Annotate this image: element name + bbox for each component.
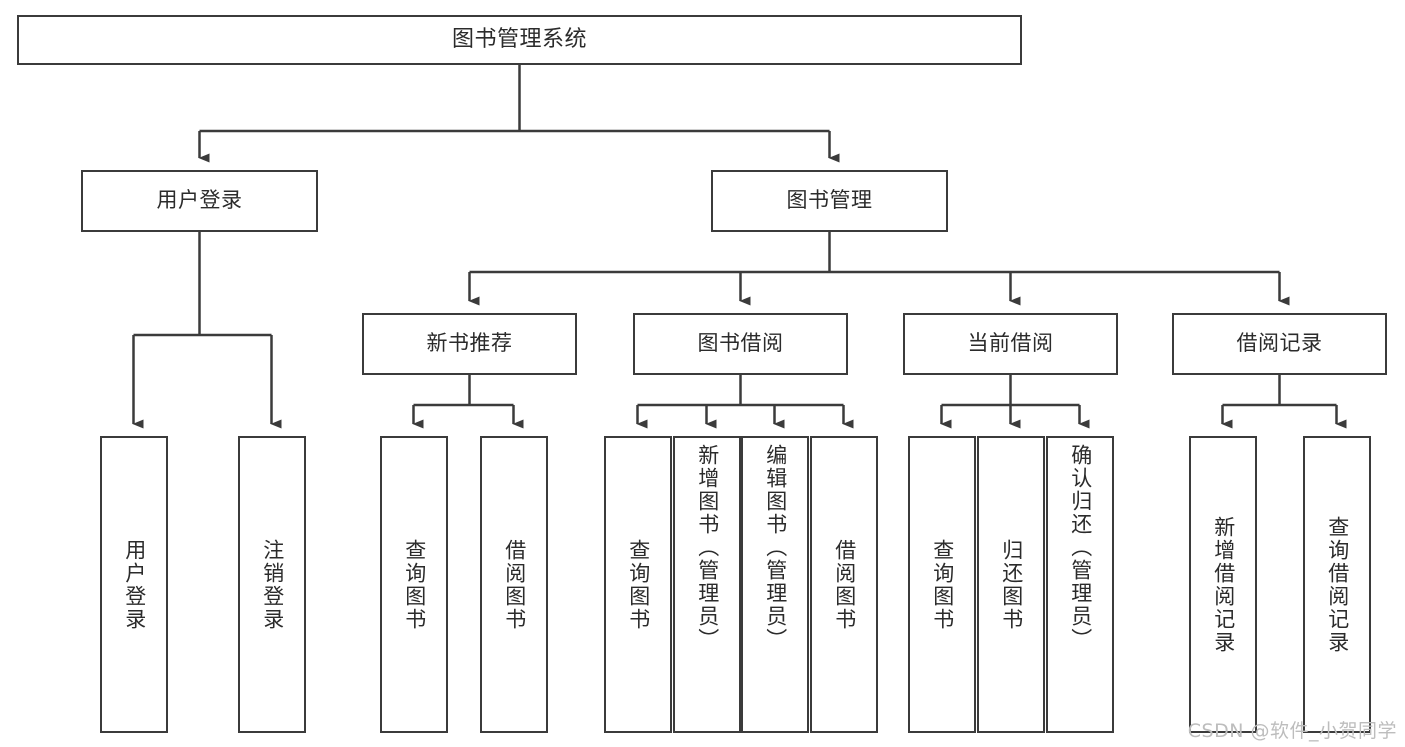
- node-leaf-user-login[interactable]: 用户登录: [100, 436, 168, 733]
- node-label: 图书管理: [786, 188, 873, 213]
- node-user-login[interactable]: 用户登录: [81, 170, 318, 232]
- node-leaf-query-borrow-record[interactable]: 查询借阅记录: [1303, 436, 1371, 733]
- node-label: 图书借阅: [697, 331, 784, 356]
- node-label: 注销登录: [260, 538, 285, 631]
- node-label: 用户登录: [122, 538, 147, 631]
- node-label: 查询图书: [930, 538, 955, 631]
- node-leaf-logout[interactable]: 注销登录: [238, 436, 306, 733]
- node-label: 借阅图书: [832, 538, 857, 631]
- node-borrow-record[interactable]: 借阅记录: [1172, 313, 1387, 375]
- node-label: 查询借阅记录: [1325, 515, 1350, 654]
- node-current-borrow[interactable]: 当前借阅: [903, 313, 1118, 375]
- node-leaf-borrow-book[interactable]: 借阅图书: [810, 436, 878, 733]
- node-leaf-query-book-current[interactable]: 查询图书: [908, 436, 976, 733]
- node-label: 确认归还（管理员）: [1068, 444, 1093, 651]
- watermark-text: CSDN @软件_小贺同学: [1187, 720, 1397, 742]
- node-label: 归还图书: [999, 538, 1024, 631]
- node-book-borrow[interactable]: 图书借阅: [633, 313, 848, 375]
- node-leaf-borrow-book-recommend[interactable]: 借阅图书: [480, 436, 548, 733]
- node-leaf-query-book-recommend[interactable]: 查询图书: [380, 436, 448, 733]
- node-label: 用户登录: [156, 188, 243, 213]
- node-label: 新书推荐: [426, 331, 513, 356]
- node-leaf-add-borrow-record[interactable]: 新增借阅记录: [1189, 436, 1257, 733]
- node-leaf-confirm-return-admin[interactable]: 确认归还（管理员）: [1046, 436, 1114, 733]
- node-label: 查询图书: [626, 538, 651, 631]
- node-label: 新增图书（管理员）: [695, 444, 720, 651]
- node-label: 借阅记录: [1236, 331, 1323, 356]
- node-label: 查询图书: [402, 538, 427, 631]
- node-label: 新增借阅记录: [1211, 515, 1236, 654]
- node-label: 借阅图书: [502, 538, 527, 631]
- node-leaf-return-book[interactable]: 归还图书: [977, 436, 1045, 733]
- node-leaf-add-book-admin[interactable]: 新增图书（管理员）: [673, 436, 741, 733]
- node-label: 编辑图书（管理员）: [763, 444, 788, 651]
- node-label: 当前借阅: [967, 331, 1054, 356]
- node-leaf-edit-book-admin[interactable]: 编辑图书（管理员）: [741, 436, 809, 733]
- node-leaf-query-book-borrow[interactable]: 查询图书: [604, 436, 672, 733]
- node-label: 图书管理系统: [451, 26, 587, 52]
- node-book-management[interactable]: 图书管理: [711, 170, 948, 232]
- node-book-management-system[interactable]: 图书管理系统: [17, 15, 1022, 65]
- node-new-book-recommend[interactable]: 新书推荐: [362, 313, 577, 375]
